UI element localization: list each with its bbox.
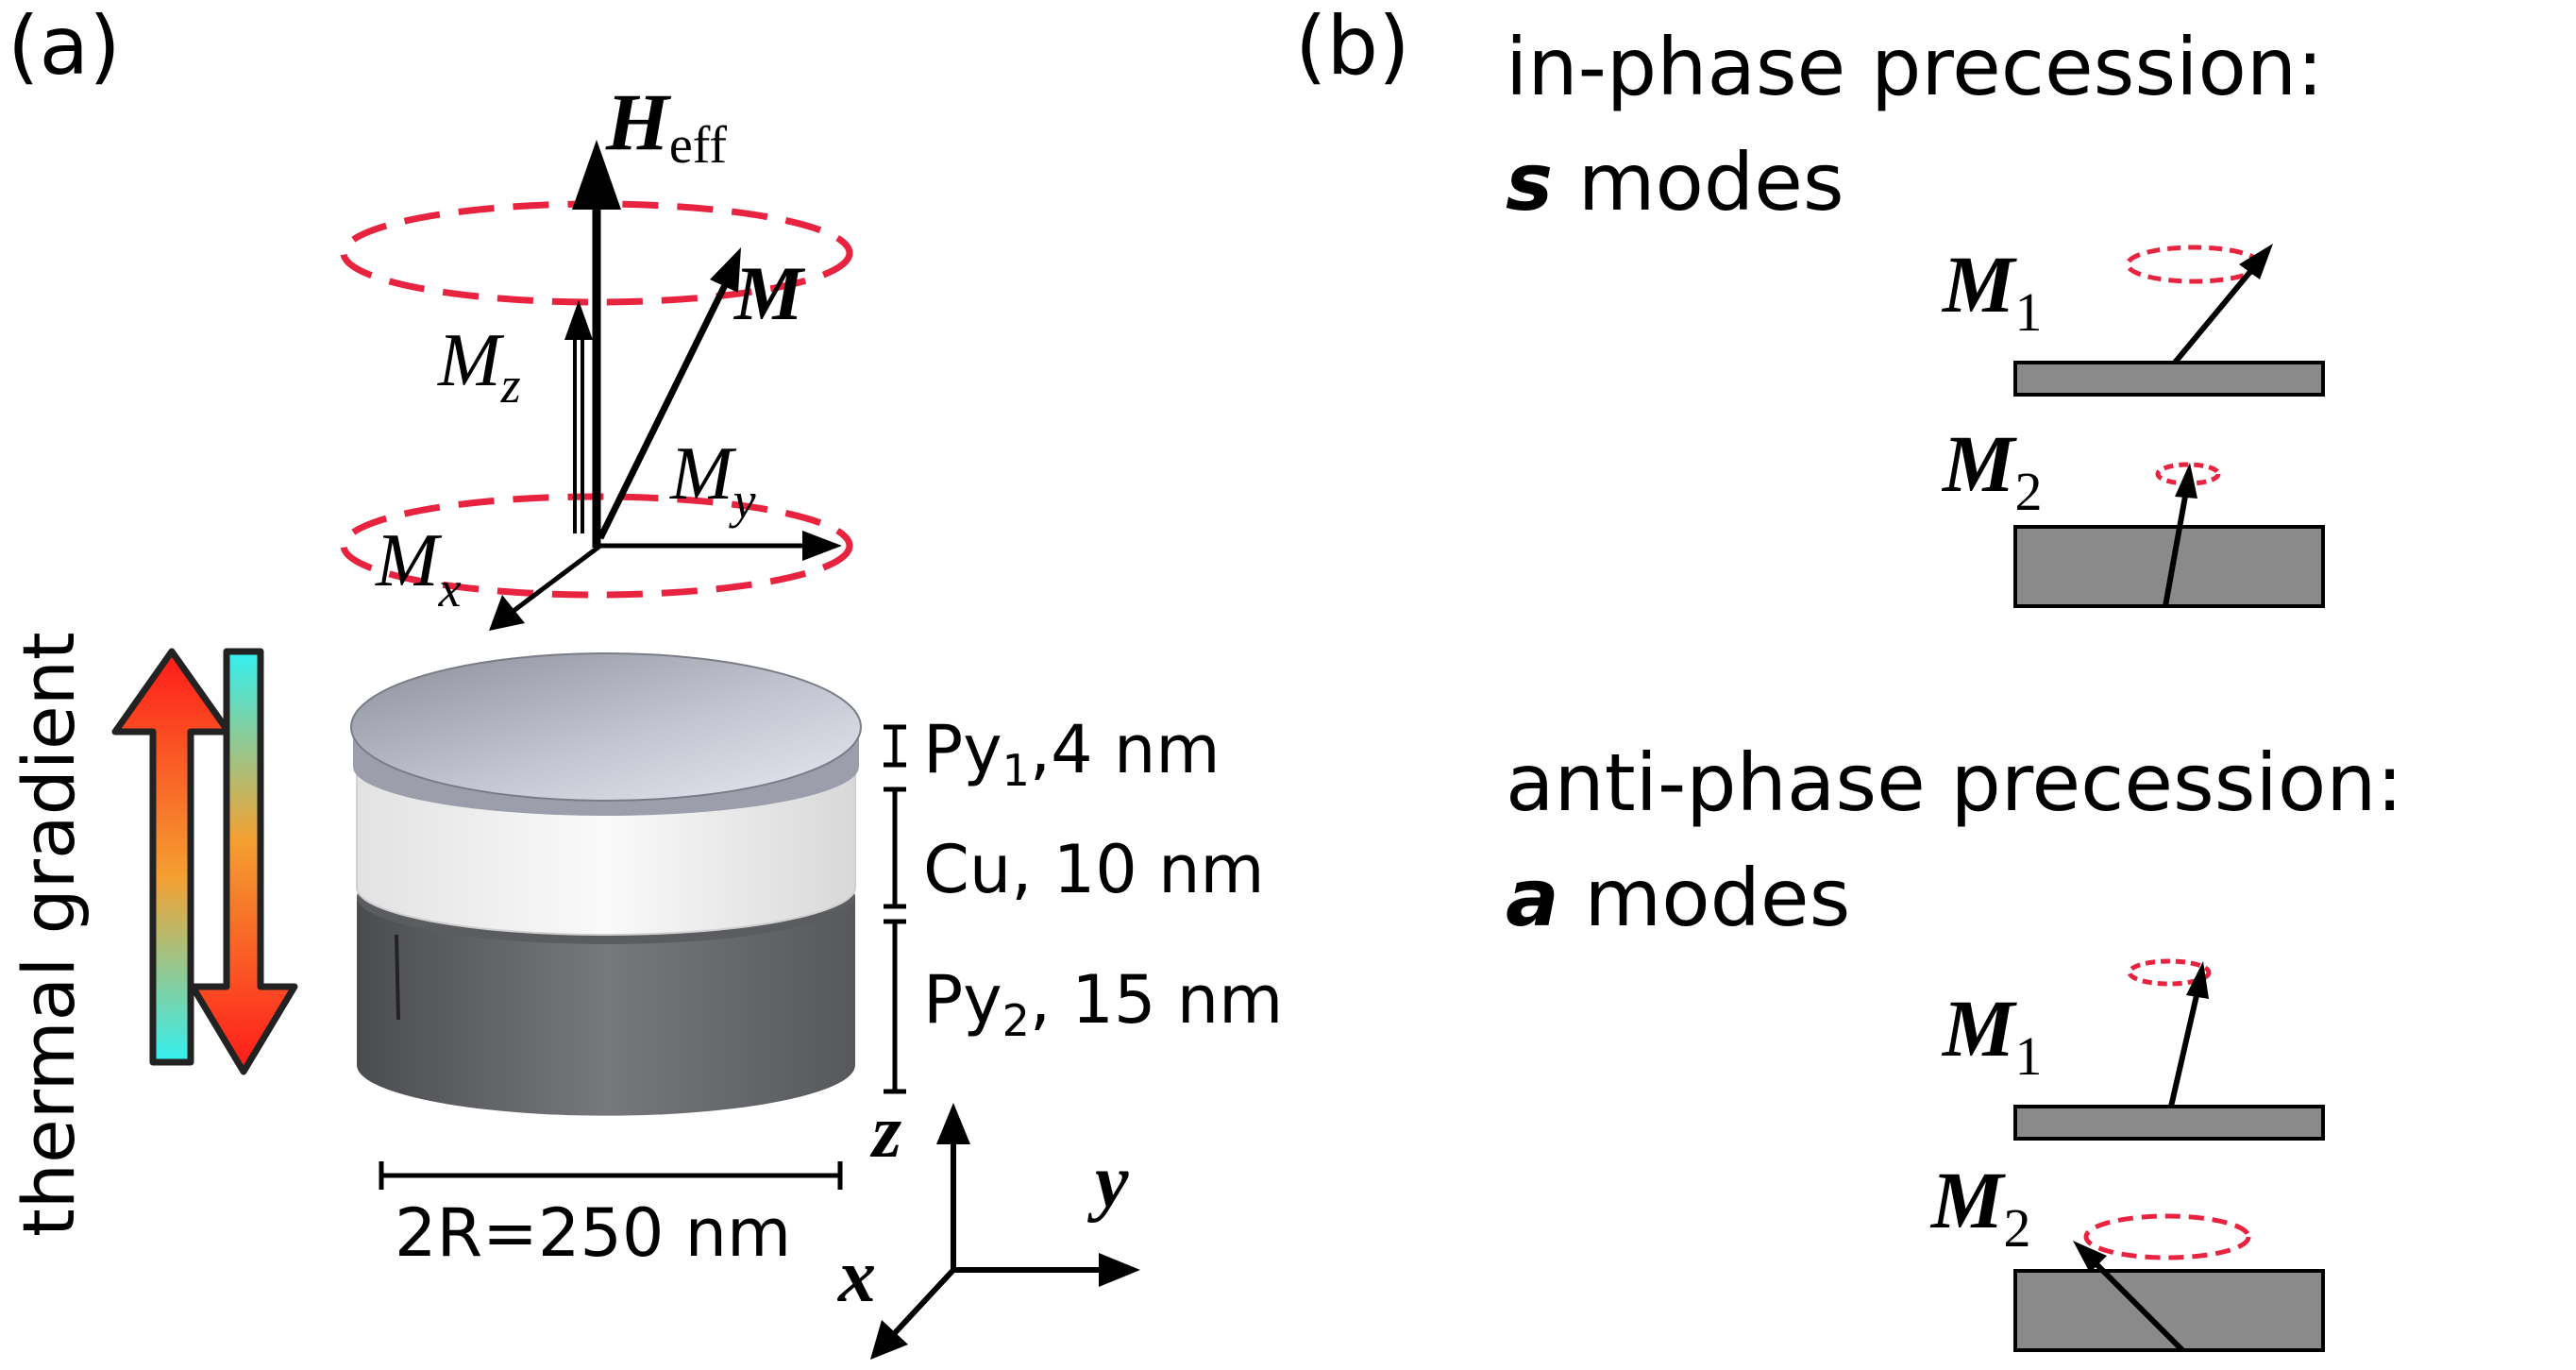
mx-label: Mx xyxy=(375,519,462,617)
anti-phase-title: anti-phase precession: xyxy=(1506,736,2403,829)
anti-phase-m2-arrow xyxy=(2091,1259,2185,1353)
nanopillar-disc xyxy=(350,652,862,1116)
thermal-gradient-label: thermal gradient xyxy=(7,632,91,1237)
thermal-gradient-arrows xyxy=(111,648,298,1075)
in-phase-title: in-phase precession: xyxy=(1506,21,2323,113)
mx-arrow xyxy=(508,544,602,616)
mz-label: Mz xyxy=(437,319,521,414)
a-modes-label: a modes xyxy=(1506,852,1850,944)
heff-label: Heff xyxy=(605,76,727,175)
layer-brackets xyxy=(884,724,906,1094)
anti-phase-m1-ellipse xyxy=(2127,958,2212,987)
py1-layer-top xyxy=(350,652,862,802)
mx-arrowhead xyxy=(489,595,525,631)
s-modes-label: s modes xyxy=(1506,136,1844,228)
py2-layer xyxy=(357,897,855,1116)
in-phase-m1-label: M1 xyxy=(1941,239,2042,343)
axis-z-label: z xyxy=(869,1091,901,1174)
in-phase-m2-arrow xyxy=(2163,490,2189,607)
axis-y-label: y xyxy=(1086,1141,1129,1224)
in-phase-m1-layer xyxy=(2013,361,2325,397)
axis-x-label: x xyxy=(837,1235,876,1318)
heff-arrowhead xyxy=(572,140,621,210)
anti-phase-m1-arrow xyxy=(2168,990,2200,1108)
layer-label-py2: Py2, 15 nm xyxy=(923,961,1283,1046)
gradient-up-arrow xyxy=(111,648,232,1066)
coordinate-axes xyxy=(870,1103,1140,1360)
m-arrowhead xyxy=(710,247,741,293)
magnetization-vectors xyxy=(489,140,842,631)
mz-arrowhead xyxy=(564,300,593,340)
py2-scratch xyxy=(395,934,400,1021)
layer-label-py1: Py1,4 nm xyxy=(923,711,1221,796)
diameter-label: 2R=250 nm xyxy=(395,1194,791,1272)
in-phase-diagram xyxy=(2013,244,2325,608)
my-label: My xyxy=(669,432,756,529)
anti-phase-diagram xyxy=(2013,958,2325,1353)
in-phase-m1-arrow xyxy=(2172,261,2261,364)
anti-phase-m1-layer xyxy=(2013,1105,2325,1141)
gradient-down-arrow xyxy=(189,648,298,1075)
panel-a-label: (a) xyxy=(8,0,121,93)
layer-label-cu: Cu, 10 nm xyxy=(923,831,1265,908)
m-label: M xyxy=(732,250,806,336)
diameter-bar xyxy=(379,1161,843,1190)
my-arrowhead xyxy=(802,531,842,561)
anti-phase-m2-ellipse xyxy=(2083,1213,2251,1260)
m-arrow xyxy=(597,279,731,540)
panel-b-label: (b) xyxy=(1295,0,1410,93)
anti-phase-m2-label: M2 xyxy=(1929,1155,2030,1259)
cu-layer xyxy=(356,773,856,936)
in-phase-m2-label: M2 xyxy=(1941,418,2042,522)
anti-phase-m1-label: M1 xyxy=(1941,983,2042,1087)
